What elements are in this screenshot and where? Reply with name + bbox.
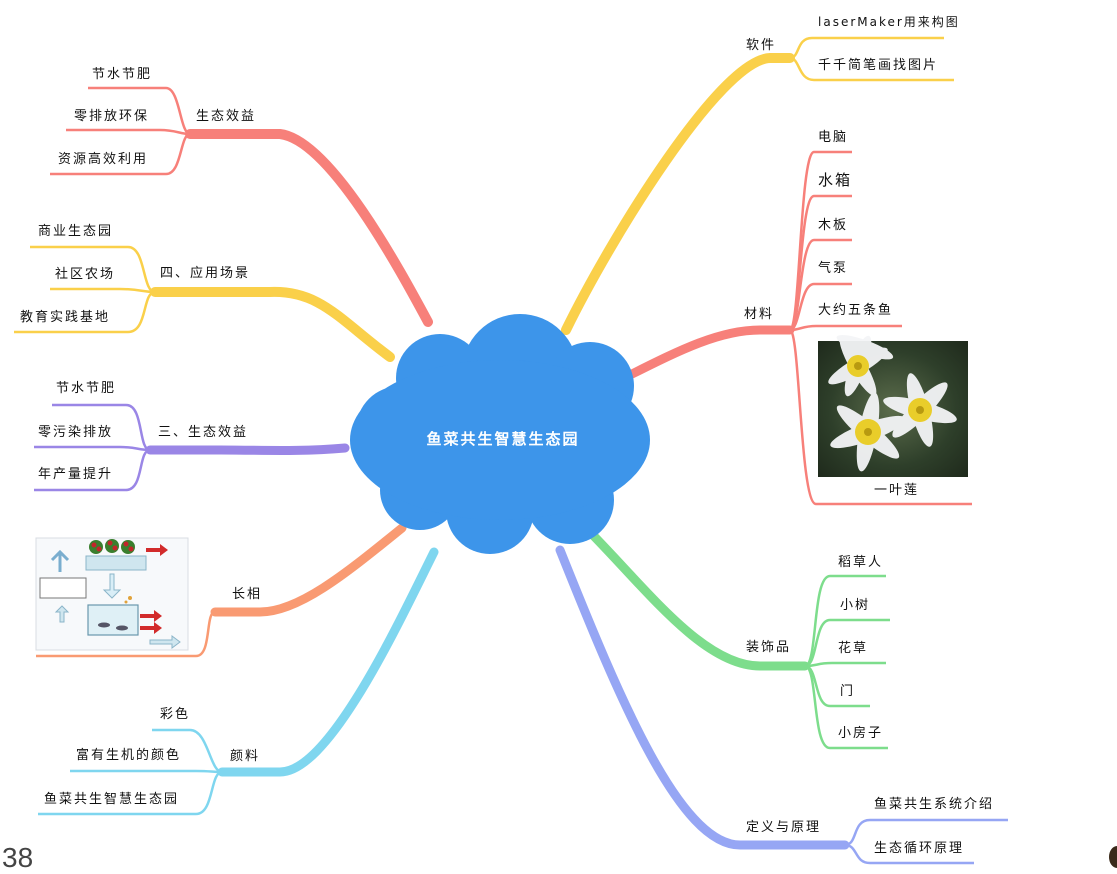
decor-item-1: 稻草人: [838, 555, 883, 570]
decor-item-5: 小房子: [838, 725, 883, 741]
branch-materials: [627, 325, 795, 379]
flower-photo: [818, 335, 968, 477]
eco-sub-lines: [50, 86, 191, 176]
materials-item-3: 木板: [818, 218, 848, 233]
center-cloud: [350, 314, 650, 554]
eco-item-1: 节水节肥: [92, 67, 152, 82]
scenes-item-1: 商业生态园: [38, 224, 113, 239]
materials-label: 材料: [744, 307, 774, 322]
paint-item-3: 鱼菜共生智慧生态园: [44, 791, 179, 807]
arrow-up-icon: [50, 549, 70, 572]
eco3-item-3: 年产量提升: [38, 466, 113, 482]
edge-mark: [1109, 846, 1117, 868]
software-item-1: laserMaker用来构图: [818, 14, 960, 29]
paint-item-1: 彩色: [160, 706, 190, 722]
def-item-1: 鱼菜共生系统介绍: [874, 796, 994, 812]
scenes-sub-lines: [14, 245, 156, 334]
decor-item-4: 门: [840, 684, 855, 699]
materials-sub-lines: [788, 150, 972, 506]
eco-item-3: 资源高效利用: [58, 151, 148, 167]
branch-scenes: [150, 286, 395, 362]
decor-label: 装饰品: [746, 640, 791, 655]
look-sub-line: [36, 610, 216, 658]
eco3-item-1: 节水节肥: [56, 381, 116, 396]
def-item-2: 生态循环原理: [874, 841, 964, 856]
eco3-sub-lines: [34, 403, 151, 492]
eco-item-2: 零排放环保: [74, 109, 149, 124]
branch-look: [210, 523, 407, 617]
decor-sub-lines: [804, 574, 890, 750]
branch-eco3: [145, 443, 350, 455]
software-label: 软件: [746, 38, 776, 53]
aquaponics-diagram-image: [35, 537, 189, 651]
def-sub-lines: [844, 818, 1008, 865]
eco-label: 生态效益: [196, 109, 256, 124]
materials-item-2: 水箱: [818, 171, 852, 189]
software-item-2: 千千简笔画找图片: [818, 57, 938, 73]
def-label: 定义与原理: [746, 820, 821, 835]
decor-item-2: 小树: [840, 598, 870, 613]
page-number: 38: [2, 842, 34, 873]
flower-caption: 一叶莲: [874, 483, 919, 498]
scenes-item-2: 社区农场: [55, 266, 115, 282]
decor-item-3: 花草: [838, 640, 868, 656]
materials-item-4: 气泵: [818, 260, 848, 276]
eco3-label: 三、生态效益: [158, 425, 248, 440]
center-title: 鱼菜共生智慧生态园: [426, 430, 579, 448]
scenes-label: 四、应用场景: [160, 265, 250, 281]
branch-eco: [185, 129, 433, 327]
eco3-item-2: 零污染排放: [38, 425, 113, 440]
software-sub-lines: [789, 36, 954, 82]
materials-item-5: 大约五条鱼: [818, 302, 893, 318]
branch-def: [555, 545, 850, 850]
branch-software: [561, 53, 795, 335]
branch-paint: [217, 547, 439, 777]
branch-decor: [571, 513, 810, 671]
paint-item-2: 富有生机的颜色: [76, 747, 181, 763]
paint-sub-lines: [38, 728, 223, 816]
paint-label: 颜料: [230, 748, 260, 764]
look-label: 长相: [232, 587, 262, 602]
scenes-item-3: 教育实践基地: [20, 309, 110, 325]
materials-item-1: 电脑: [818, 130, 848, 145]
